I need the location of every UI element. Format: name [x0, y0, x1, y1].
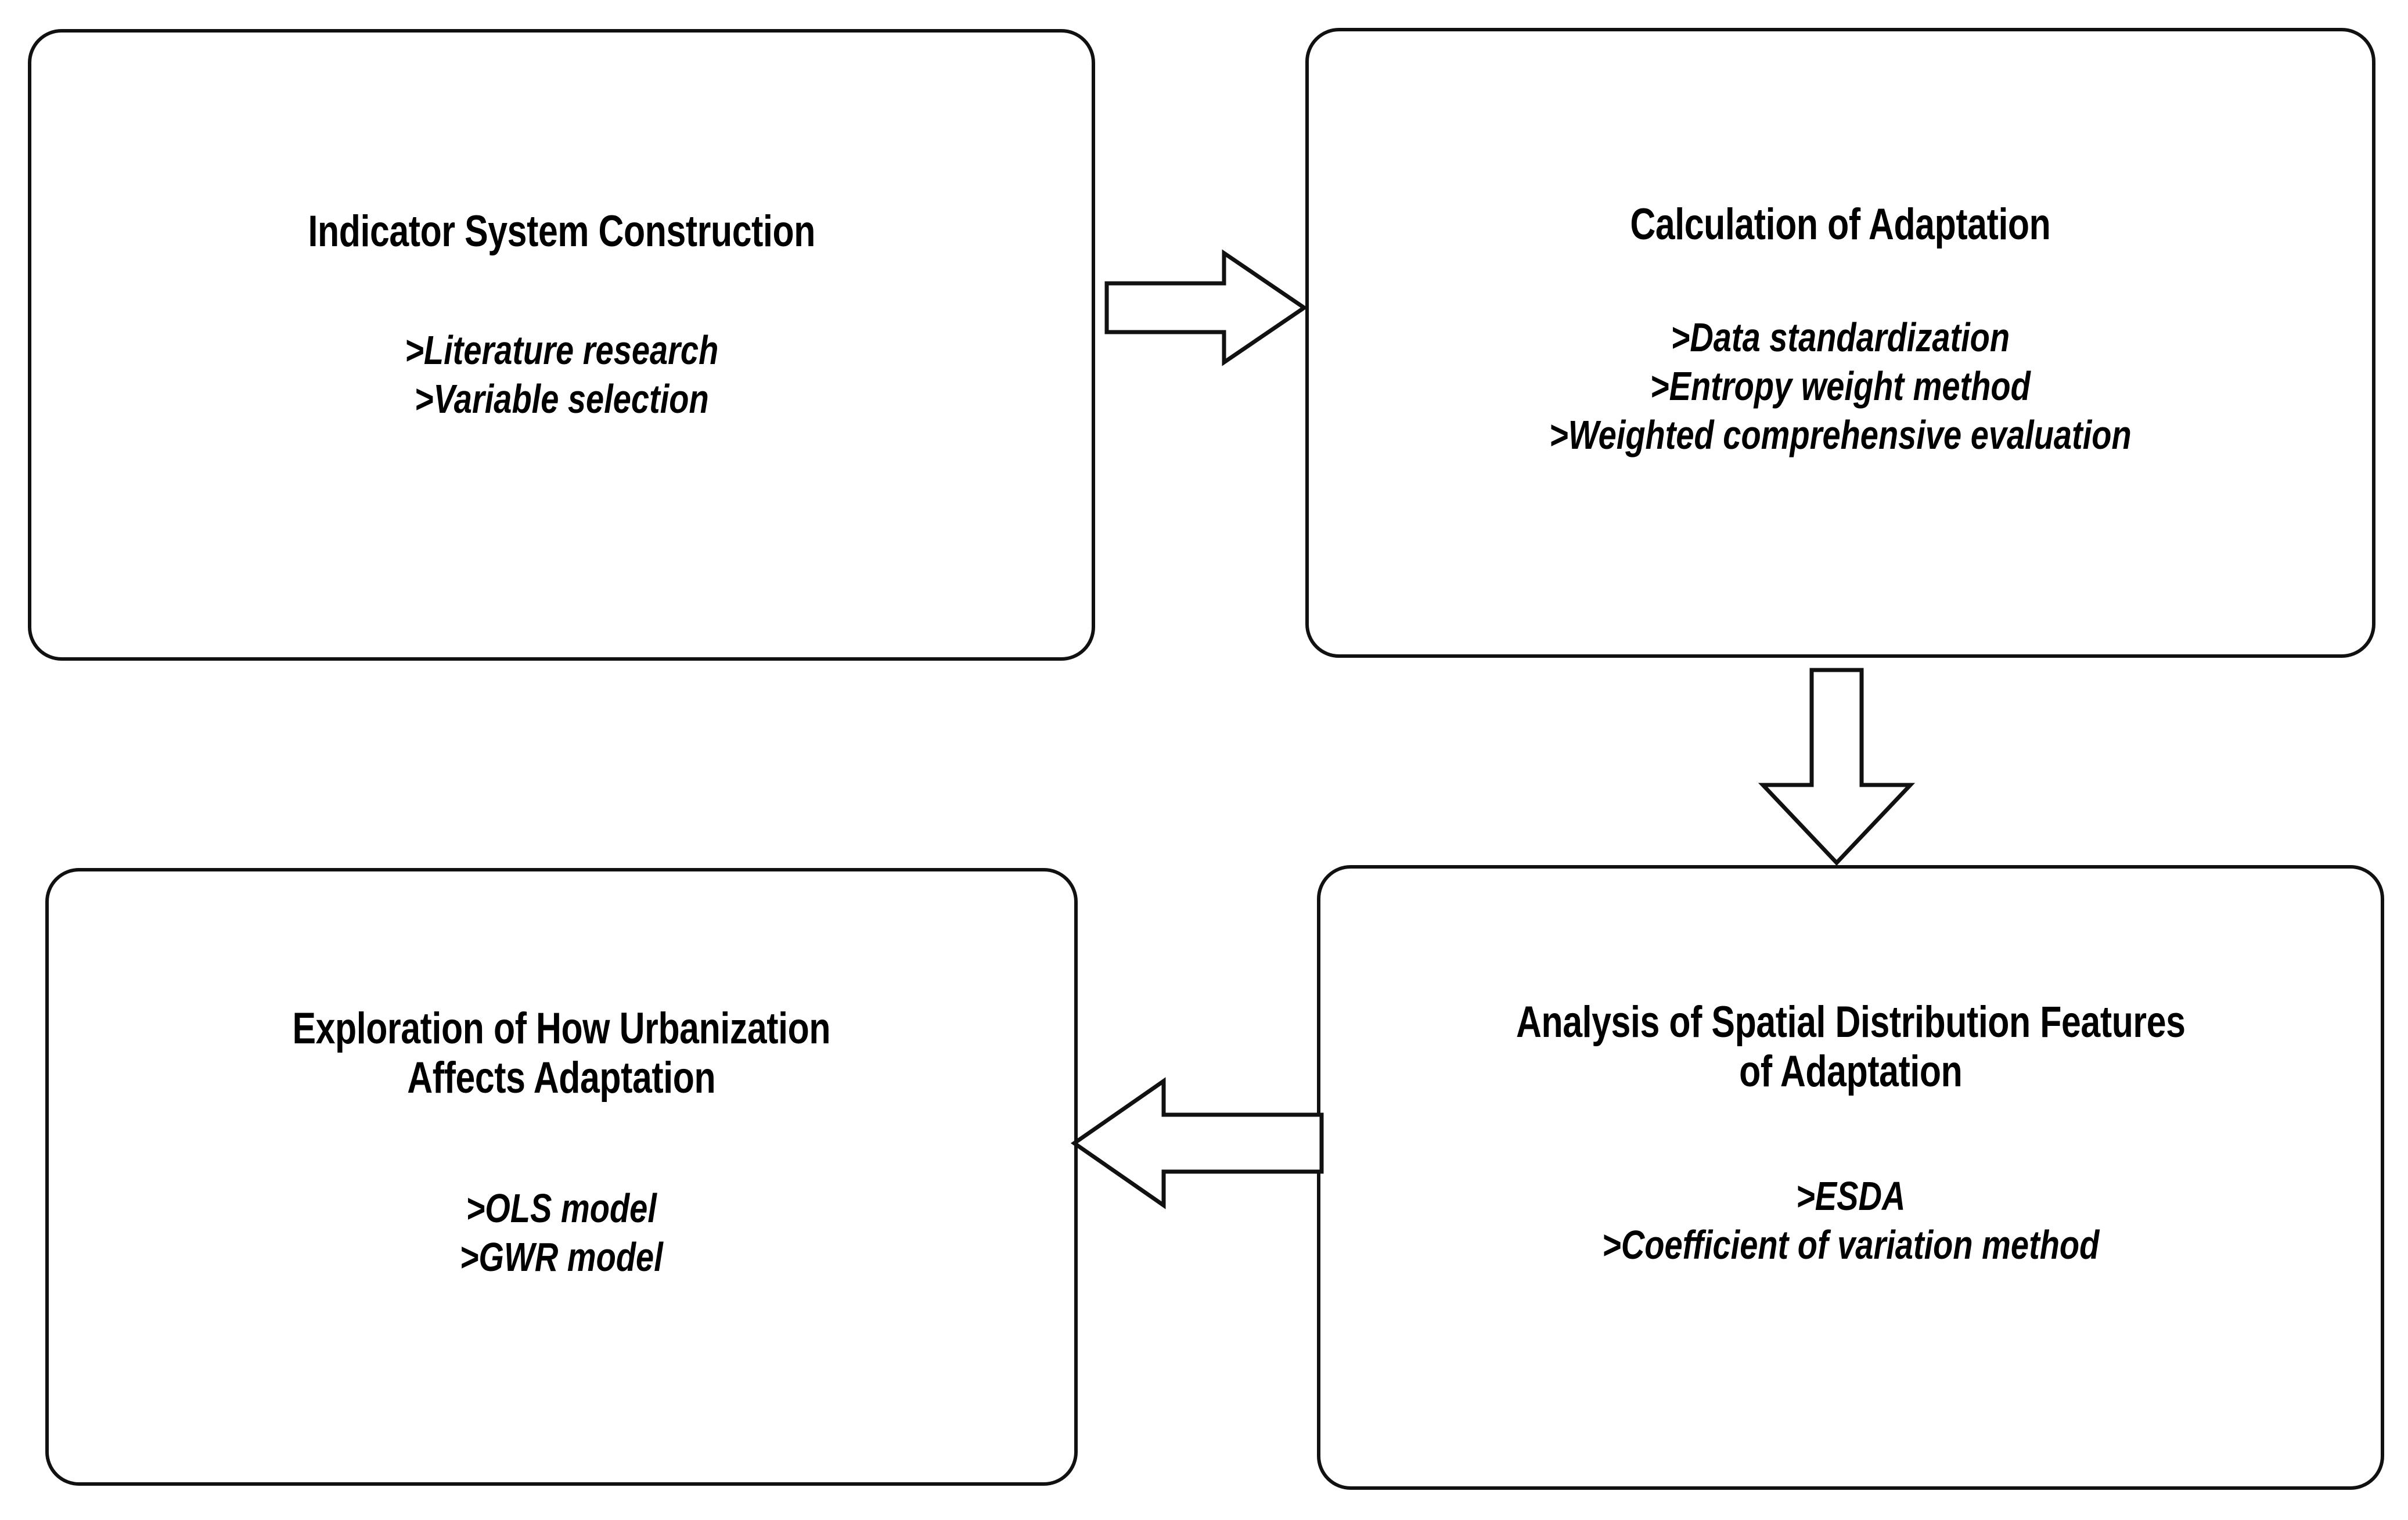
node-item-list: >ESDA >Coefficient of variation method: [1320, 1172, 2381, 1269]
node-title: Analysis of Spatial Distribution Feature…: [1516, 997, 2186, 1097]
node-item-list: >Data standardization >Entropy weight me…: [1309, 313, 2372, 459]
node-analysis-of-spatial-distribution-features-of-adaptation[interactable]: Analysis of Spatial Distribution Feature…: [1317, 865, 2384, 1490]
list-item: >Variable selection: [414, 376, 709, 422]
node-item-list: >Literature research >Variable selection: [31, 326, 1092, 423]
list-item: >Data standardization: [1671, 315, 2010, 361]
list-item: >Weighted comprehensive evaluation: [1549, 412, 2132, 458]
node-indicator-system-construction[interactable]: Indicator System Construction >Literatur…: [28, 29, 1095, 661]
arrow-left-icon: [1070, 1077, 1324, 1209]
arrow-right-icon: [1104, 249, 1308, 366]
list-item: >OLS model: [466, 1186, 657, 1231]
arrow-down-icon: [1758, 668, 1916, 866]
node-calculation-of-adaptation[interactable]: Calculation of Adaptation >Data standard…: [1305, 28, 2375, 658]
list-item: >GWR model: [459, 1234, 664, 1280]
list-item: >Entropy weight method: [1650, 363, 2031, 409]
list-item: >ESDA: [1795, 1173, 1906, 1219]
list-item: >Coefficient of variation method: [1601, 1222, 2100, 1268]
node-exploration-of-how-urbanization-affects-adaptation[interactable]: Exploration of How Urbanization Affects …: [45, 868, 1078, 1486]
node-title: Calculation of Adaptation: [1630, 200, 2051, 249]
node-title: Indicator System Construction: [308, 207, 815, 256]
node-item-list: >OLS model >GWR model: [49, 1184, 1074, 1281]
list-item: >Literature research: [404, 327, 719, 373]
node-title: Exploration of How Urbanization Affects …: [292, 1004, 831, 1103]
